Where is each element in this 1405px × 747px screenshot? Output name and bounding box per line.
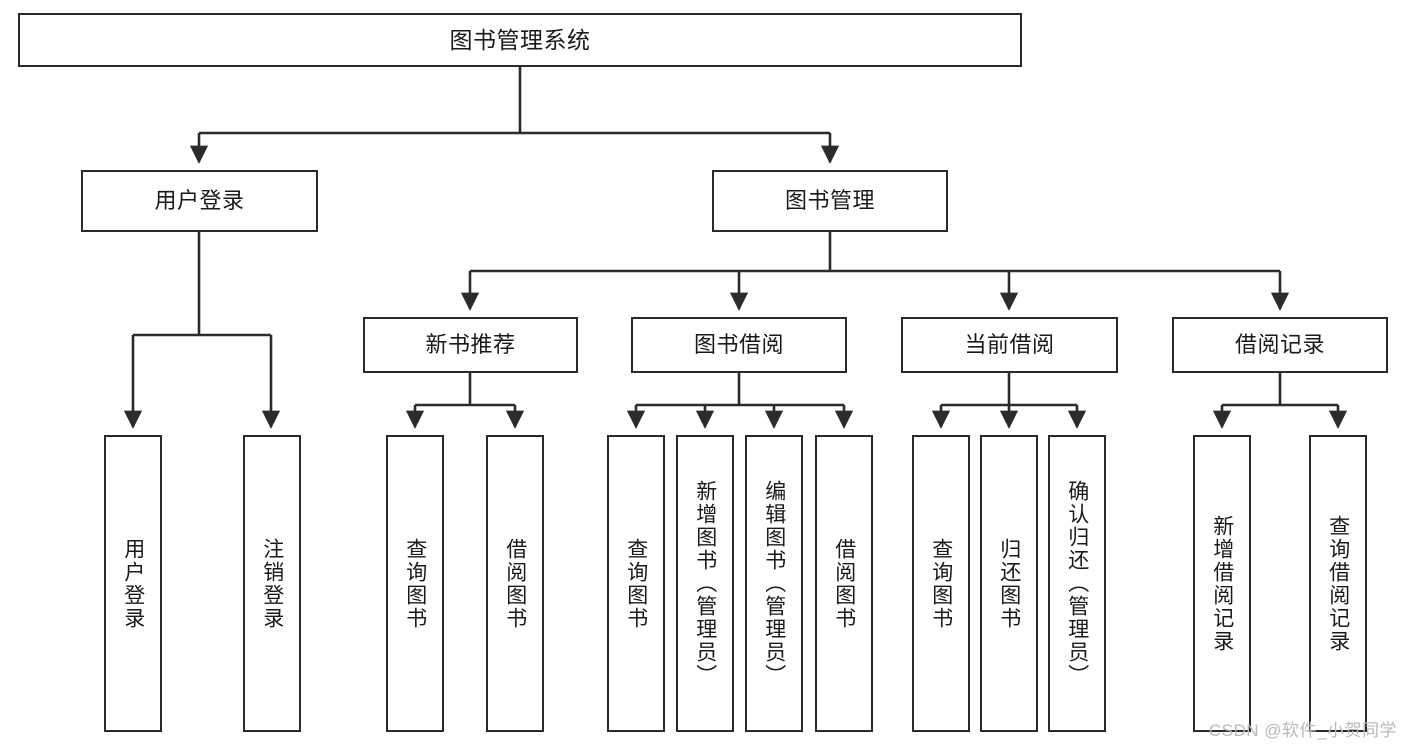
node-leaf-query-record-label: 查询借阅记录 (1326, 514, 1350, 653)
node-leaf-query-book-3[interactable]: 查询图书 (912, 435, 970, 732)
node-leaf-add-book[interactable]: 新增图书（管理员） (676, 435, 734, 732)
node-leaf-add-record[interactable]: 新增借阅记录 (1193, 435, 1251, 732)
node-root[interactable]: 图书管理系统 (18, 13, 1022, 67)
node-leaf-add-record-label: 新增借阅记录 (1210, 514, 1234, 653)
node-leaf-query-book-1-label: 查询图书 (403, 537, 427, 630)
watermark: CSDN @软件_小贺同学 (1208, 721, 1397, 740)
node-leaf-confirm-return-label: 确认归还（管理员） (1065, 480, 1089, 687)
node-book-borrow[interactable]: 图书借阅 (631, 317, 847, 373)
node-leaf-add-book-label: 新增图书（管理员） (693, 480, 717, 687)
node-book-manage-label: 图书管理 (784, 188, 875, 214)
node-book-borrow-label: 图书借阅 (693, 332, 784, 358)
node-leaf-query-book-2-label: 查询图书 (624, 537, 648, 630)
node-user-login[interactable]: 用户登录 (81, 170, 318, 232)
node-leaf-user-login-label: 用户登录 (121, 537, 145, 630)
node-leaf-logout[interactable]: 注销登录 (243, 435, 301, 732)
node-leaf-edit-book-label: 编辑图书（管理员） (762, 480, 786, 687)
node-leaf-logout-label: 注销登录 (260, 537, 284, 630)
node-leaf-query-book-1[interactable]: 查询图书 (386, 435, 444, 732)
node-leaf-borrow-book-1[interactable]: 借阅图书 (486, 435, 544, 732)
node-leaf-borrow-book-1-label: 借阅图书 (503, 537, 527, 630)
node-leaf-return-book[interactable]: 归还图书 (980, 435, 1038, 732)
node-leaf-confirm-return[interactable]: 确认归还（管理员） (1048, 435, 1106, 732)
node-leaf-edit-book[interactable]: 编辑图书（管理员） (745, 435, 803, 732)
node-leaf-query-book-2[interactable]: 查询图书 (607, 435, 665, 732)
node-book-manage[interactable]: 图书管理 (712, 170, 948, 232)
node-new-book-recommend-label: 新书推荐 (425, 332, 516, 358)
node-borrow-record-label: 借阅记录 (1234, 332, 1325, 358)
node-current-borrow[interactable]: 当前借阅 (901, 317, 1118, 373)
node-user-login-label: 用户登录 (154, 188, 245, 214)
node-leaf-query-record[interactable]: 查询借阅记录 (1309, 435, 1367, 732)
node-leaf-user-login[interactable]: 用户登录 (104, 435, 162, 732)
node-leaf-borrow-book-2-label: 借阅图书 (832, 537, 856, 630)
node-new-book-recommend[interactable]: 新书推荐 (363, 317, 578, 373)
node-leaf-borrow-book-2[interactable]: 借阅图书 (815, 435, 873, 732)
node-current-borrow-label: 当前借阅 (964, 332, 1055, 358)
node-leaf-return-book-label: 归还图书 (997, 537, 1021, 630)
node-root-label: 图书管理系统 (449, 26, 591, 53)
node-leaf-query-book-3-label: 查询图书 (929, 537, 953, 630)
node-borrow-record[interactable]: 借阅记录 (1172, 317, 1388, 373)
